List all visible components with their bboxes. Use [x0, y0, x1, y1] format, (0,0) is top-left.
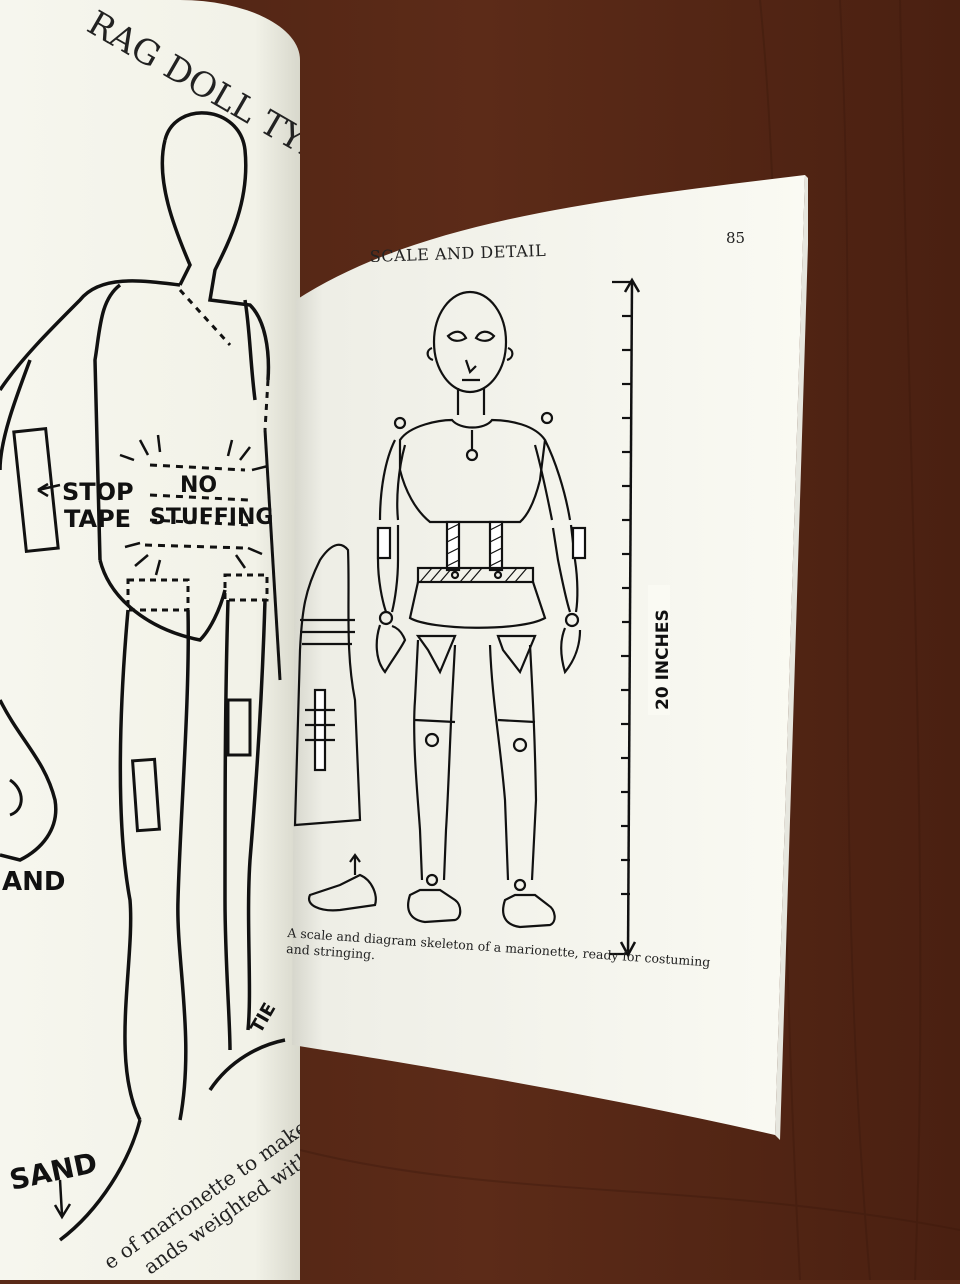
right-page: SCALE AND DETAIL 85 20 INCHES — [292, 175, 808, 1140]
label-stop: STOP — [62, 478, 134, 506]
label-sand-side: AND — [2, 867, 65, 897]
rag-doll-illustration: RAG DOLL TYPE — [0, 3, 360, 1279]
left-running-head: RAG DOLL TYPE — [81, 3, 301, 184]
label-stuffing: STUFFING — [150, 505, 273, 530]
page-number: 85 — [726, 229, 745, 247]
label-tape: TAPE — [64, 505, 131, 533]
label-no: NO — [180, 473, 217, 498]
label-sand-bottom: SAND — [7, 1146, 100, 1197]
scale-label: 20 INCHES — [653, 609, 673, 710]
label-tie: TIE — [246, 999, 280, 1037]
left-page: RAG DOLL TYPE — [0, 0, 360, 1280]
marionette-skeleton — [293, 290, 587, 929]
scale-ticks — [609, 280, 632, 956]
